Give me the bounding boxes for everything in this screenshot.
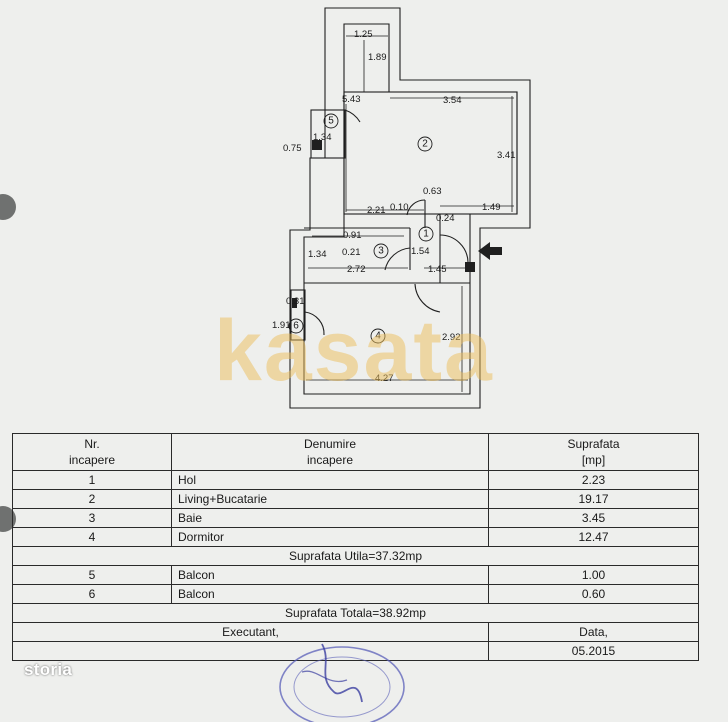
total-area: Suprafata Totala=38.92mp	[12, 603, 699, 623]
room-number-6: 6	[293, 321, 299, 332]
date-row: 05.2015	[12, 641, 699, 661]
dim-label: 1.45	[428, 264, 447, 275]
executant-row: Executant, Data,	[12, 622, 699, 642]
certification-stamp	[279, 643, 405, 722]
header-area: Suprafata [mp]	[488, 433, 699, 471]
total-area-row: Suprafata Totala=38.92mp	[12, 603, 699, 623]
cell-area: 2.23	[488, 470, 699, 490]
cell-area: 0.60	[488, 584, 699, 604]
cell-nr: 6	[12, 584, 172, 604]
dim-label: 1.34	[308, 249, 327, 260]
table-row: 2 Living+Bucatarie 19.17	[12, 489, 699, 509]
cell-name: Living+Bucatarie	[171, 489, 489, 509]
dim-label: 1.54	[411, 246, 430, 257]
cell-area: 12.47	[488, 527, 699, 547]
cell-nr: 5	[12, 565, 172, 585]
room-number-1: 1	[423, 229, 429, 240]
header-name: Denumire incapere	[171, 433, 489, 471]
brand-logo: storia	[24, 660, 73, 679]
table-row: 5 Balcon 1.00	[12, 565, 699, 585]
header-nr: Nr. incapere	[12, 433, 172, 471]
cell-nr: 4	[12, 527, 172, 547]
executant-label: Executant,	[12, 622, 489, 642]
balcony-6-outline	[290, 289, 306, 341]
dim-label: 0.24	[436, 213, 455, 224]
area-table: Nr. incapere Denumire incapere Suprafata…	[12, 433, 699, 661]
dim-label: 0.31	[286, 296, 305, 307]
cell-area: 1.00	[488, 565, 699, 585]
punch-hole	[0, 194, 16, 220]
dim-label: 3.41	[497, 150, 516, 161]
cell-name: Hol	[171, 470, 489, 490]
watermark: kasata	[214, 303, 494, 399]
cell-area: 19.17	[488, 489, 699, 509]
table-header-row: Nr. incapere Denumire incapere Suprafata…	[12, 433, 699, 471]
dim-label: 1.49	[482, 202, 501, 213]
dim-label: 1.25	[354, 29, 373, 40]
balcony-5-outline	[310, 109, 346, 159]
table-row: 6 Balcon 0.60	[12, 584, 699, 604]
dim-label: 2.92	[442, 332, 461, 343]
dim-label: 0.63	[423, 186, 442, 197]
cell-nr: 2	[12, 489, 172, 509]
cell-name: Balcon	[171, 584, 489, 604]
room-number-4: 4	[375, 331, 381, 342]
useful-area-row: Suprafata Utila=37.32mp	[12, 546, 699, 566]
floor-plan: 1.25 1.89 5.43 3.54 3.41 1.34 0.75 0.63 …	[272, 7, 531, 409]
dim-label: 5.43	[342, 94, 361, 105]
room-number-3: 3	[378, 246, 384, 257]
room-number-5: 5	[328, 116, 334, 127]
cell-nr: 3	[12, 508, 172, 528]
dim-label: 0.21	[342, 247, 361, 258]
table-row: 1 Hol 2.23	[12, 470, 699, 490]
cell-nr: 1	[12, 470, 172, 490]
dim-label: 0.91	[343, 230, 362, 241]
table-row: 4 Dormitor 12.47	[12, 527, 699, 547]
dim-label: 1.89	[368, 52, 387, 63]
room-number-2: 2	[422, 139, 428, 150]
living-room-outline	[343, 91, 518, 215]
cell-name: Dormitor	[171, 527, 489, 547]
useful-area-total: Suprafata Utila=37.32mp	[12, 546, 699, 566]
dim-label: 1.34	[313, 132, 332, 143]
cell-area: 3.45	[488, 508, 699, 528]
table-row: 3 Baie 3.45	[12, 508, 699, 528]
dim-label: 0.10	[390, 202, 409, 213]
entrance-arrow-icon	[478, 242, 502, 260]
dim-label: 0.75	[283, 143, 302, 154]
dim-label: 4.27	[375, 373, 394, 384]
dim-label: 2.72	[347, 264, 366, 275]
cell-name: Baie	[171, 508, 489, 528]
date-label: Data,	[488, 622, 699, 642]
date-value: 05.2015	[488, 641, 699, 661]
dim-label: 3.54	[443, 95, 462, 106]
dim-label: 1.91	[272, 320, 291, 331]
outer-wall-outline	[289, 7, 531, 409]
dim-label: 2.21	[367, 205, 386, 216]
cell-name: Balcon	[171, 565, 489, 585]
signature-area	[12, 641, 489, 661]
